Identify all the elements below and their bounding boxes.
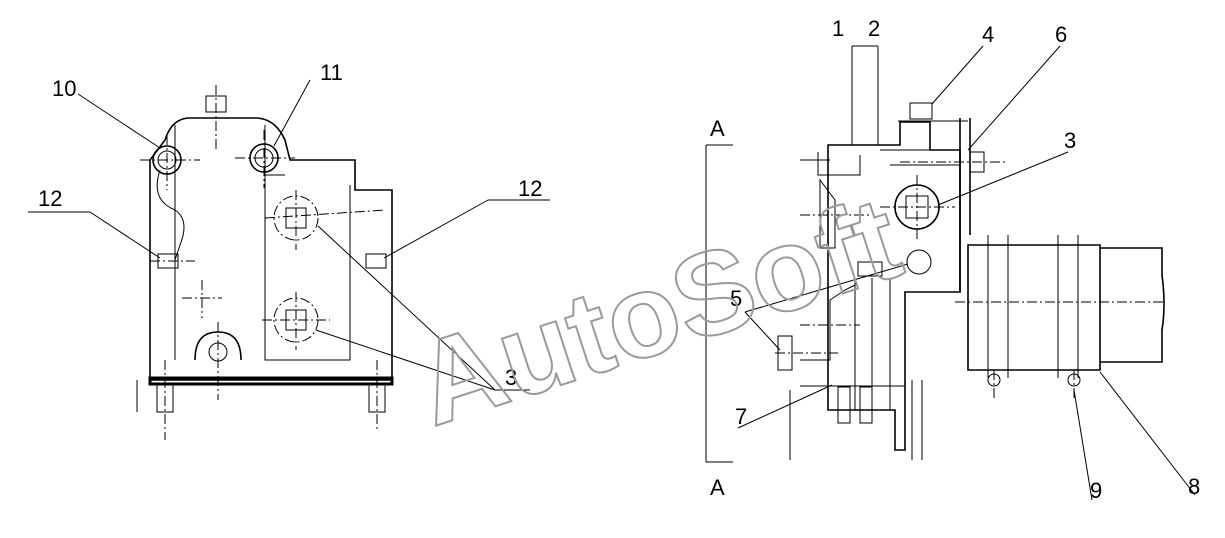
callout-10: 10 [52,76,76,101]
callout-8: 8 [1188,474,1200,499]
callout-12-right: 12 [518,176,542,201]
right-view [705,45,1196,501]
callout-1: 1 [832,16,844,41]
left-view [28,79,550,440]
section-label-top: A [710,116,725,141]
callout-12-left: 12 [38,186,62,211]
callout-3-left: 3 [505,365,517,390]
callout-11: 11 [320,60,343,85]
callout-6: 6 [1055,22,1067,47]
callout-4: 4 [982,22,994,47]
callout-3-right: 3 [1064,128,1076,153]
section-label-bottom: A [710,475,725,500]
callout-7: 7 [735,404,747,429]
callout-9: 9 [1090,478,1102,503]
callout-5: 5 [730,286,742,311]
callout-2: 2 [868,16,880,41]
